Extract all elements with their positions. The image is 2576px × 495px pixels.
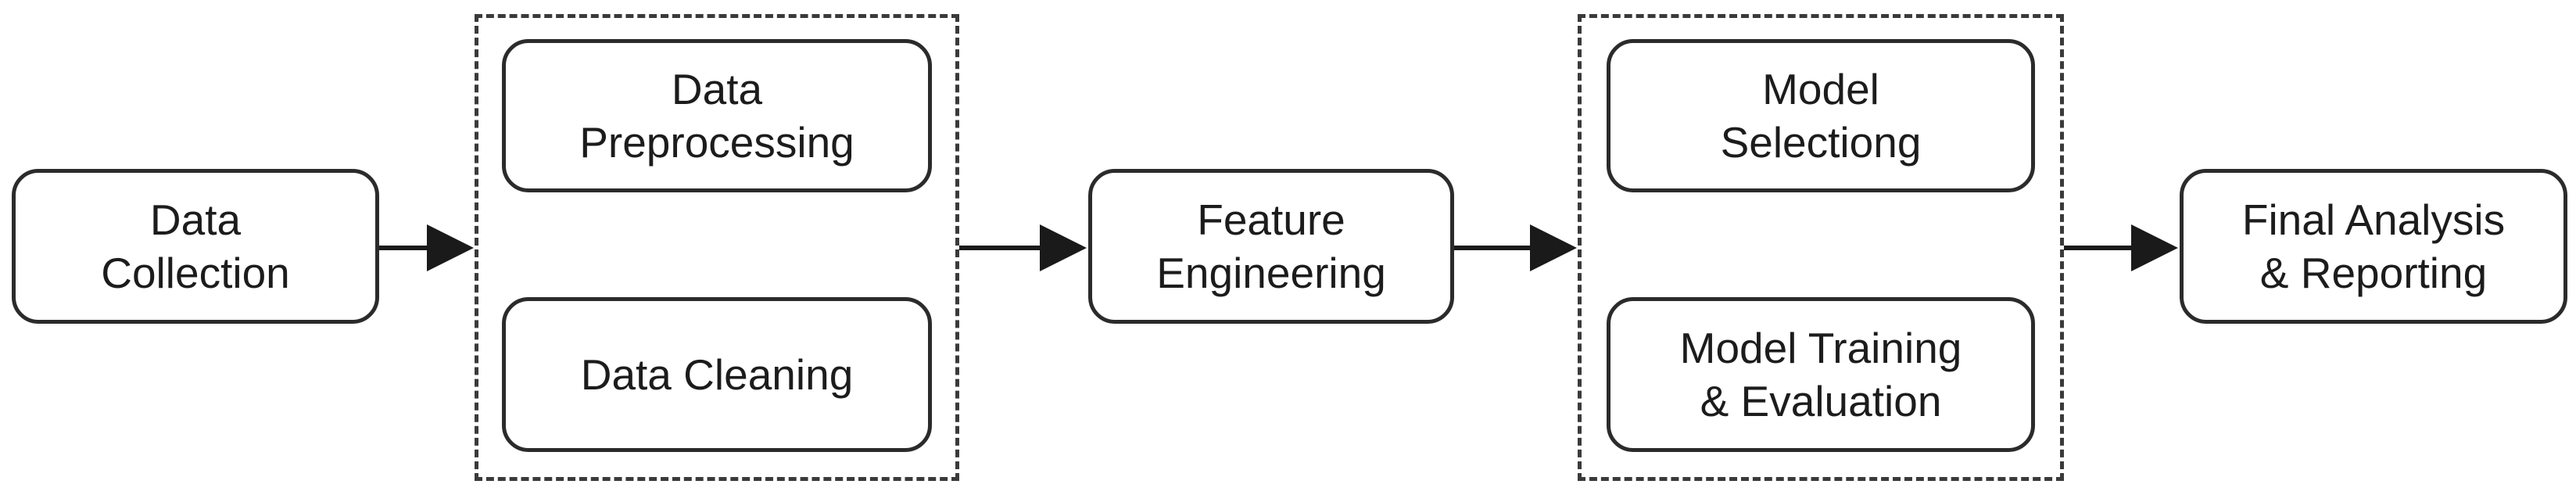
node-data-collection: Data Collection: [12, 169, 379, 324]
modeling-group: [1578, 14, 2064, 481]
preprocessing-group: [475, 14, 959, 481]
node-feature-engineering-label: Feature Engineering: [1156, 195, 1386, 297]
node-data-cleaning-label: Data Cleaning: [580, 350, 854, 399]
node-data-preprocessing: Data Preprocessing: [502, 39, 932, 192]
node-data-cleaning: Data Cleaning: [502, 297, 932, 452]
node-final-analysis-label: Final Analysis & Reporting: [2241, 195, 2506, 297]
node-model-training: Model Training & Evaluation: [1607, 297, 2035, 452]
node-feature-engineering: Feature Engineering: [1088, 169, 1454, 324]
node-data-collection-label: Data Collection: [101, 195, 290, 297]
node-data-preprocessing-label: Data Preprocessing: [579, 65, 854, 167]
node-model-training-label: Model Training & Evaluation: [1679, 324, 1962, 425]
node-model-selectiong: Model Selectiong: [1607, 39, 2035, 192]
node-final-analysis: Final Analysis & Reporting: [2180, 169, 2567, 324]
node-model-selectiong-label: Model Selectiong: [1720, 65, 1922, 167]
